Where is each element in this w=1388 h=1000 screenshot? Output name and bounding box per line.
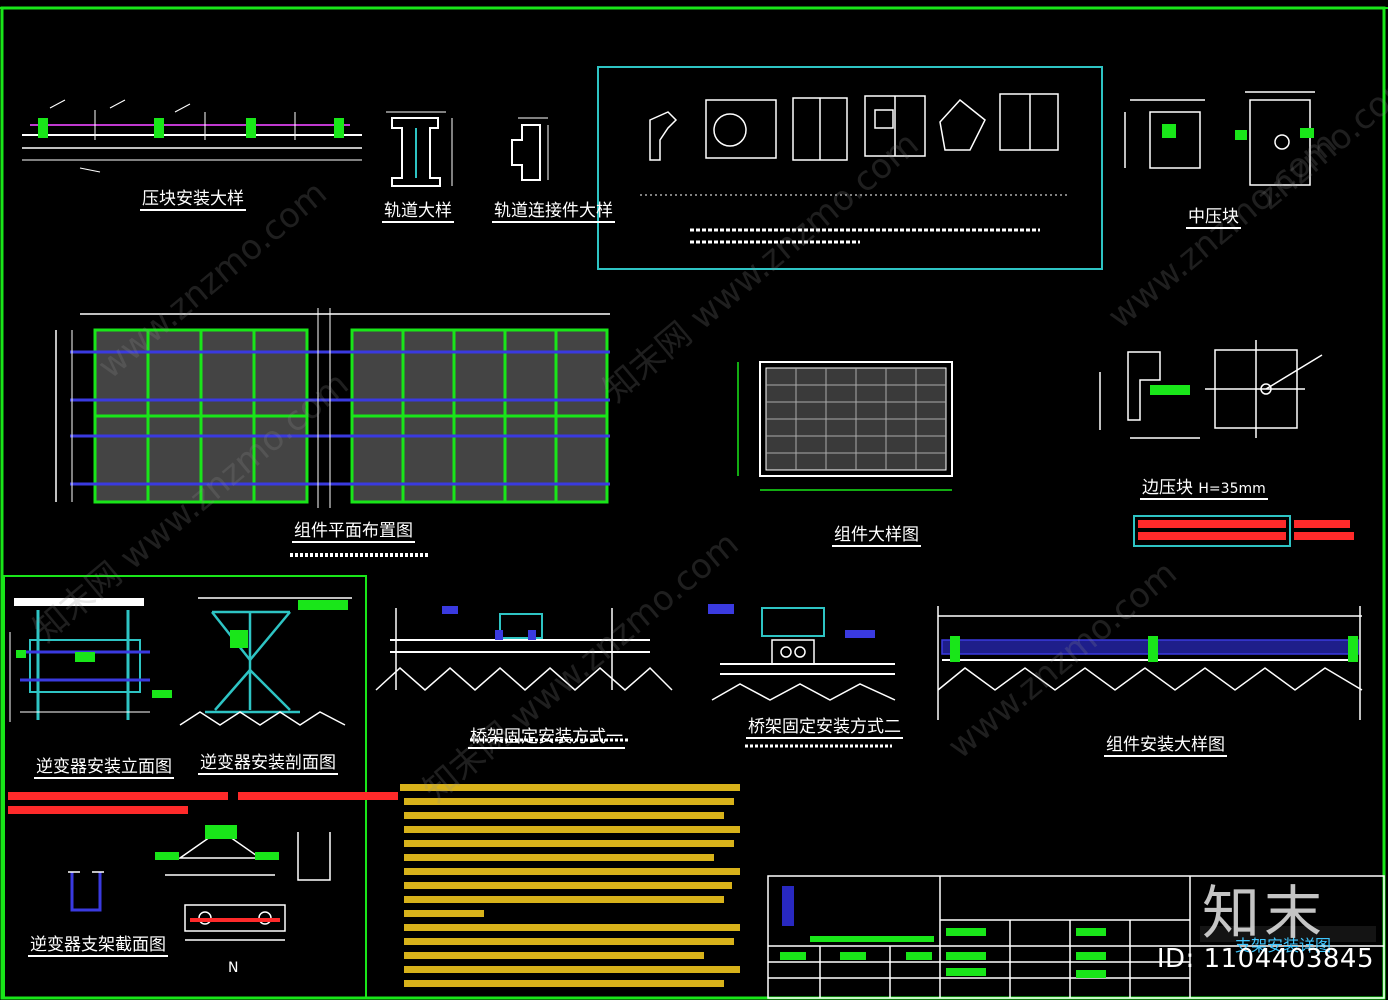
module-detail-drawing xyxy=(737,361,953,491)
label-inverter-elevation: 逆变器安装立面图 xyxy=(34,752,174,779)
inverter-elevation-drawing xyxy=(9,598,172,722)
label-edge-press-block: 边压块 H=35mm xyxy=(1140,473,1268,500)
brand-logo: 知末 xyxy=(1201,879,1326,947)
label-n-mark: N xyxy=(228,960,239,976)
bridge-fix-2-drawing xyxy=(708,604,896,748)
mid-press-block-drawing xyxy=(1124,91,1315,186)
label-module-detail: 组件大样图 xyxy=(832,520,921,547)
module-layout-plan xyxy=(55,308,610,557)
label-module-layout-plan: 组件平面布置图 xyxy=(292,516,415,543)
inverter-area-frame xyxy=(3,575,367,999)
edge-press-block-name: 边压块 xyxy=(1142,478,1193,498)
label-bridge-fix-1: 桥架固定安装方式一 xyxy=(468,722,625,749)
label-bridge-fix-2: 桥架固定安装方式二 xyxy=(746,712,903,739)
label-mid-press-block: 中压块 xyxy=(1186,202,1241,229)
clamp-details-drawings xyxy=(640,93,1070,244)
edge-press-block-height: H=35mm xyxy=(1198,481,1266,497)
press-block-drawing xyxy=(22,99,362,173)
bridge-fix-1-drawing xyxy=(375,606,673,742)
rail-connector-drawing xyxy=(511,117,549,181)
edge-press-block-drawing xyxy=(1099,340,1354,547)
title-block xyxy=(767,875,1385,999)
inverter-bracket-drawing xyxy=(68,825,331,941)
label-inverter-section: 逆变器安装剖面图 xyxy=(198,748,338,775)
module-install-drawing xyxy=(937,606,1363,720)
spec-notes-bars xyxy=(8,784,740,987)
clamp-details-frame xyxy=(597,66,1103,270)
label-inverter-bracket-section: 逆变器支架截面图 xyxy=(28,930,168,957)
rail-profile-drawing xyxy=(386,111,453,187)
title-block-name: 支架安装详图 xyxy=(1235,936,1332,955)
inverter-section-drawing xyxy=(179,597,352,726)
asset-id: ID: 1104403845 xyxy=(1156,944,1374,974)
label-module-install-detail: 组件安装大样图 xyxy=(1104,730,1227,757)
label-press-block-detail: 压块安装大样 xyxy=(140,184,246,211)
label-rail-detail: 轨道大样 xyxy=(382,196,454,223)
label-rail-connector-detail: 轨道连接件大样 xyxy=(492,196,615,223)
